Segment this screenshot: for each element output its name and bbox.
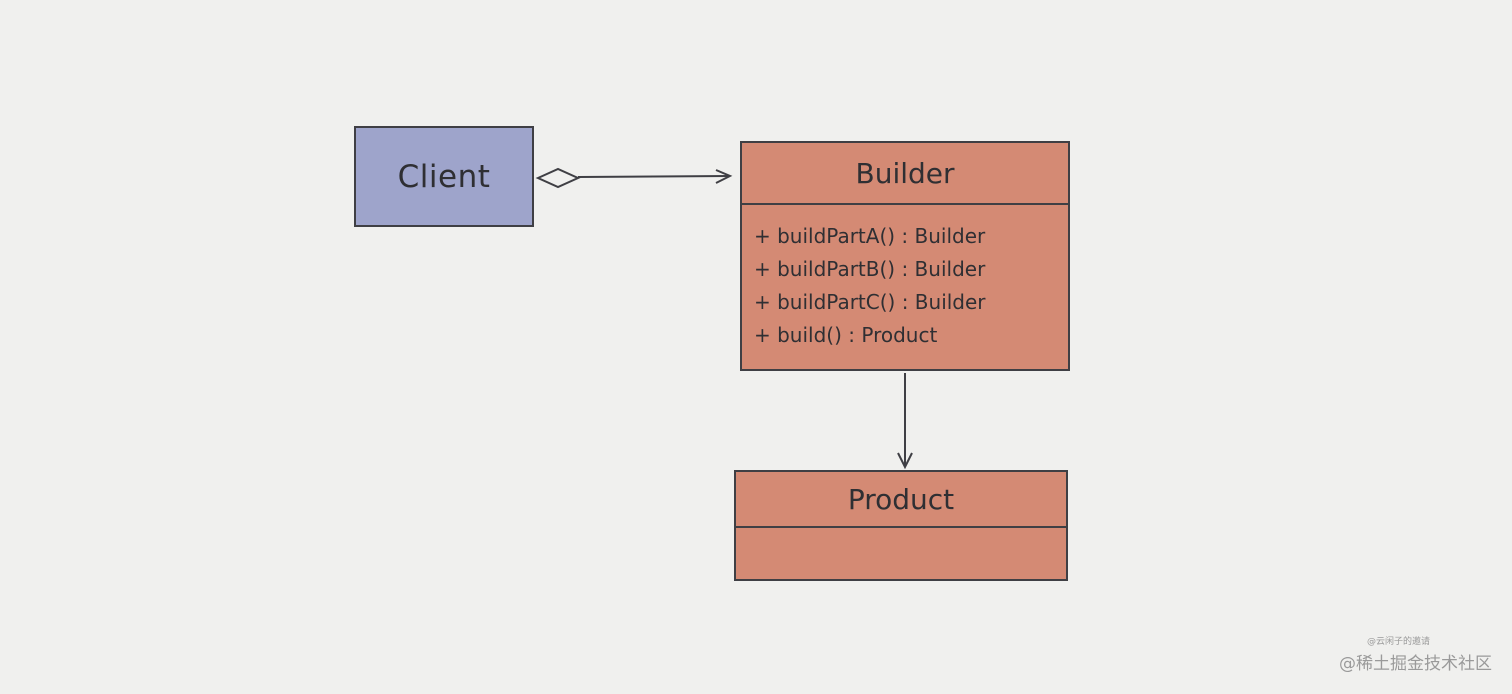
builder-class-box: Builder + buildPartA() : Builder + build… — [740, 141, 1070, 371]
builder-class-header: Builder — [742, 143, 1068, 205]
dependency-connector — [897, 373, 913, 470]
builder-method: + build() : Product — [754, 323, 938, 347]
aggregation-diamond — [535, 167, 581, 189]
dependency-arrowhead — [897, 452, 913, 470]
builder-method: + buildPartB() : Builder — [754, 257, 986, 281]
product-class-name: Product — [847, 482, 955, 516]
aggregation-arrowhead — [715, 169, 733, 184]
builder-class-name: Builder — [855, 156, 955, 190]
watermark-site: @稀土掘金技术社区 — [1339, 654, 1492, 674]
watermark: @云闲子的邀请 @稀土掘金技术社区 — [1339, 634, 1492, 674]
product-class-box: Product — [734, 470, 1068, 581]
builder-method: + buildPartC() : Builder — [754, 290, 986, 314]
client-class-name: Client — [397, 158, 491, 195]
aggregation-line — [577, 175, 731, 178]
watermark-author: @云闲子的邀请 — [1366, 637, 1430, 647]
builder-method-list: + buildPartA() : Builder + buildPartB() … — [742, 205, 1068, 352]
builder-method: + buildPartA() : Builder — [754, 224, 986, 248]
product-class-header: Product — [736, 472, 1066, 528]
client-class-box: Client — [354, 126, 534, 227]
aggregation-connector — [535, 167, 733, 189]
